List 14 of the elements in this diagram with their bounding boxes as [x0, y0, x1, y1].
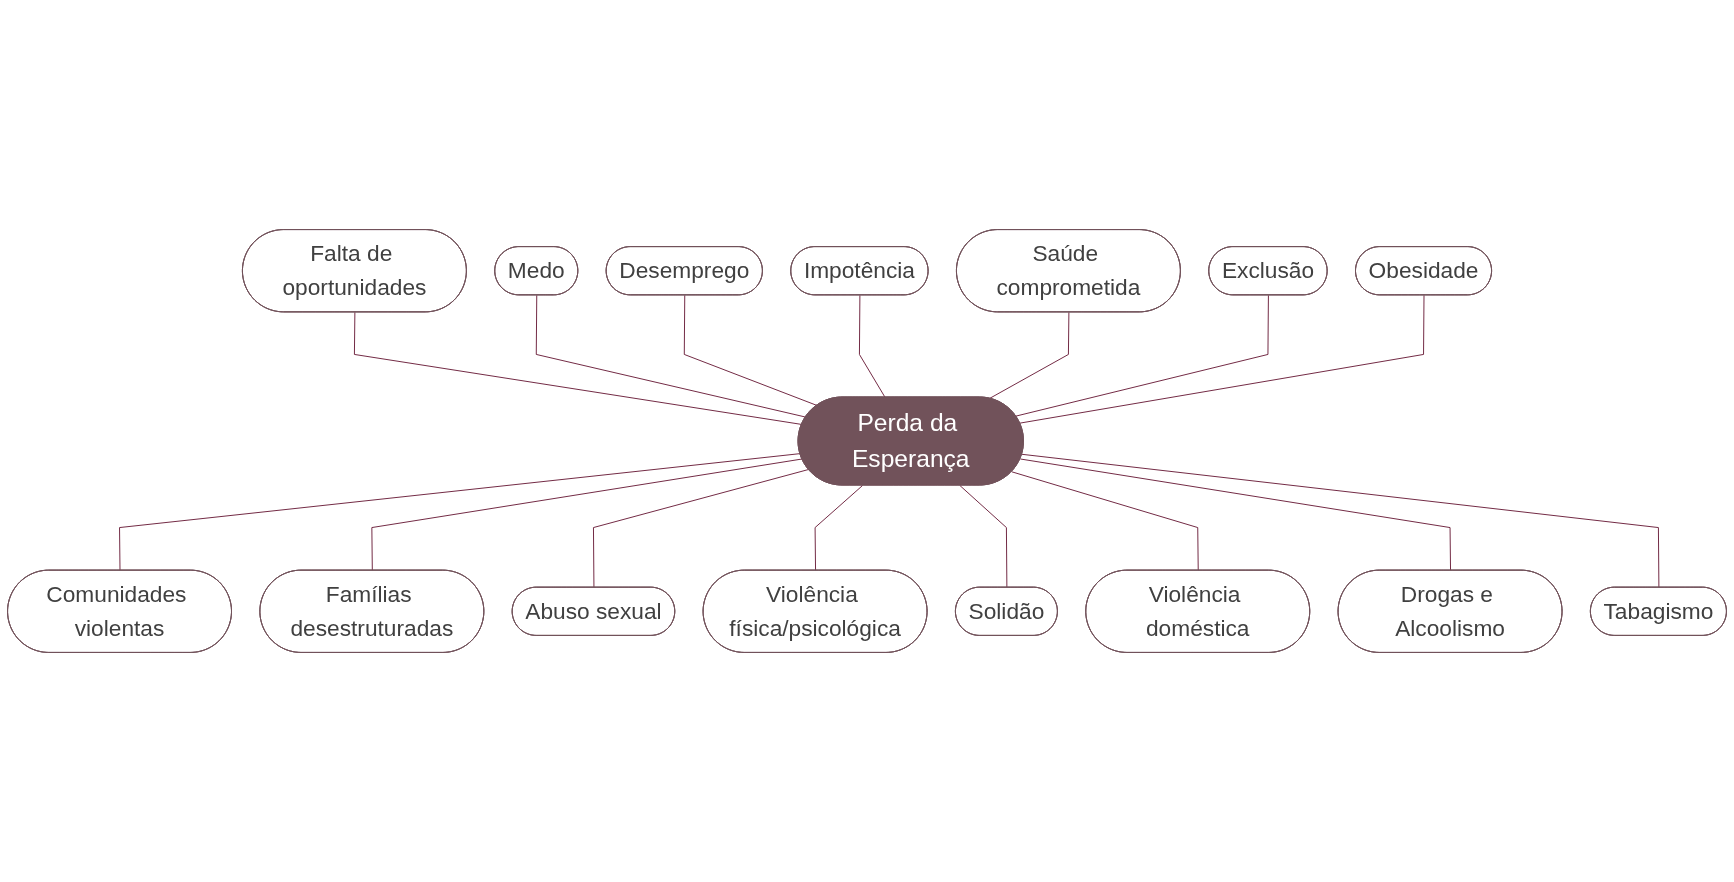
connector — [1019, 294, 1425, 424]
connector — [683, 294, 818, 406]
connector — [814, 485, 864, 572]
connector — [959, 485, 1008, 589]
connector — [593, 469, 810, 589]
connector — [371, 458, 803, 572]
connector — [1011, 471, 1199, 572]
connector — [1015, 294, 1269, 417]
connector — [858, 294, 886, 398]
connector — [1019, 458, 1451, 572]
connector — [353, 311, 803, 425]
connector — [988, 311, 1070, 399]
connector — [1021, 453, 1660, 589]
connector — [119, 453, 801, 572]
